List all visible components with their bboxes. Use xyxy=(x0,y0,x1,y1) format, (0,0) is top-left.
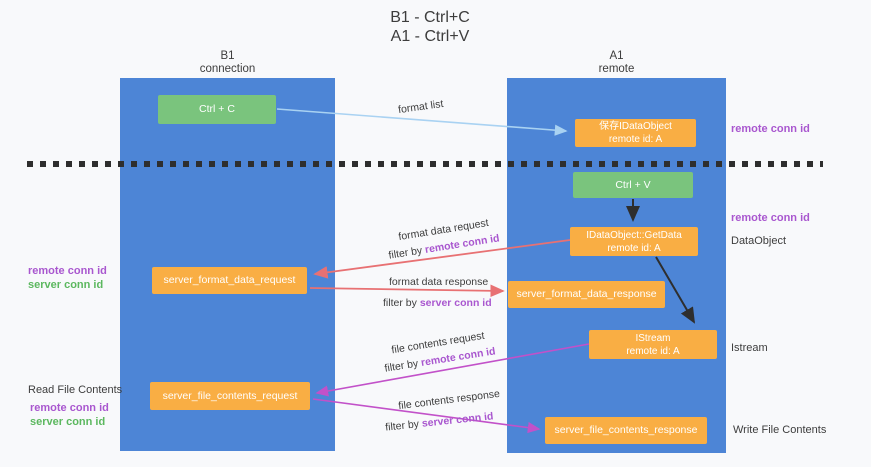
server-file-contents-request-box: server_file_contents_request xyxy=(150,382,310,410)
left-remote-conn-id-1: remote conn id xyxy=(28,265,107,277)
getdata-box: IDataObject::GetData remote id: A xyxy=(570,227,698,256)
format-data-request-arrow xyxy=(313,239,571,279)
dataobject-annotation: DataObject xyxy=(731,235,787,247)
left-remote-conn-id-2: remote conn id xyxy=(30,402,109,414)
format-list-arrow xyxy=(276,108,568,136)
format-data-response-label: format data response xyxy=(389,276,489,288)
server-file-contents-response-box: server_file_contents_response xyxy=(545,417,707,444)
ctrl-c-label: Ctrl + C xyxy=(199,103,235,115)
remote-conn-id-annotation-mid: remote conn id xyxy=(731,212,810,224)
dashed-divider xyxy=(27,161,823,167)
left-server-conn-id-2: server conn id xyxy=(30,416,106,428)
filter-prefix-2: filter by xyxy=(383,297,417,309)
save-idataobject-remote-id: remote id: A xyxy=(608,134,663,145)
save-idataobject-box: 保存IDataObject remote id: A xyxy=(575,119,696,147)
column-b1-name: B1 xyxy=(220,50,235,62)
column-b1-subtitle: connection xyxy=(199,63,256,75)
left-conn-ids-bottom: remote conn id server conn id xyxy=(30,401,109,429)
server-format-data-response-box: server_format_data_response xyxy=(508,281,665,308)
save-idataobject-label: 保存IDataObject xyxy=(599,121,672,132)
column-a1-name: A1 xyxy=(609,50,624,62)
istream-box: IStream remote id: A xyxy=(589,330,717,359)
istream-annotation: Istream xyxy=(731,342,768,354)
server-format-data-request-label: server_format_data_request xyxy=(163,274,296,286)
getdata-remote-id: remote id: A xyxy=(607,242,661,254)
title-line-1: B1 - Ctrl+C xyxy=(390,9,470,26)
filter-id-2: server conn id xyxy=(419,297,492,309)
istream-label: IStream xyxy=(635,332,671,344)
server-format-data-request-box: server_format_data_request xyxy=(152,267,307,294)
file-contents-request-arrow xyxy=(315,343,590,397)
istream-remote-id: remote id: A xyxy=(626,345,680,357)
server-format-data-response-label: server_format_data_response xyxy=(516,288,657,300)
file-contents-response-arrow xyxy=(312,398,541,434)
left-server-conn-id-1: server conn id xyxy=(28,279,104,291)
server-file-contents-response-label: server_file_contents_response xyxy=(554,424,698,436)
getdata-label: IDataObject::GetData xyxy=(586,229,682,241)
format-data-response-arrow xyxy=(309,284,505,298)
column-header-b1: B1 connection xyxy=(120,50,335,76)
column-header-a1: A1 remote xyxy=(507,50,726,76)
getdata-to-istream-arrow xyxy=(655,256,696,324)
column-a1-subtitle: remote xyxy=(598,63,635,75)
diagram-title: B1 - Ctrl+C A1 - Ctrl+V xyxy=(0,8,860,46)
write-file-contents-annotation: Write File Contents xyxy=(733,424,827,436)
ctrl-v-box: Ctrl + V xyxy=(573,172,693,198)
title-line-2: A1 - Ctrl+V xyxy=(390,28,470,45)
server-file-contents-request-label: server_file_contents_request xyxy=(162,389,298,402)
read-file-contents-annotation: Read File Contents xyxy=(28,384,123,396)
ctrl-c-box: Ctrl + C xyxy=(158,95,276,124)
left-conn-ids-top: remote conn id server conn id xyxy=(28,264,107,292)
ctrl-v-label: Ctrl + V xyxy=(615,178,651,191)
remote-conn-id-annotation-top: remote conn id xyxy=(731,123,810,135)
